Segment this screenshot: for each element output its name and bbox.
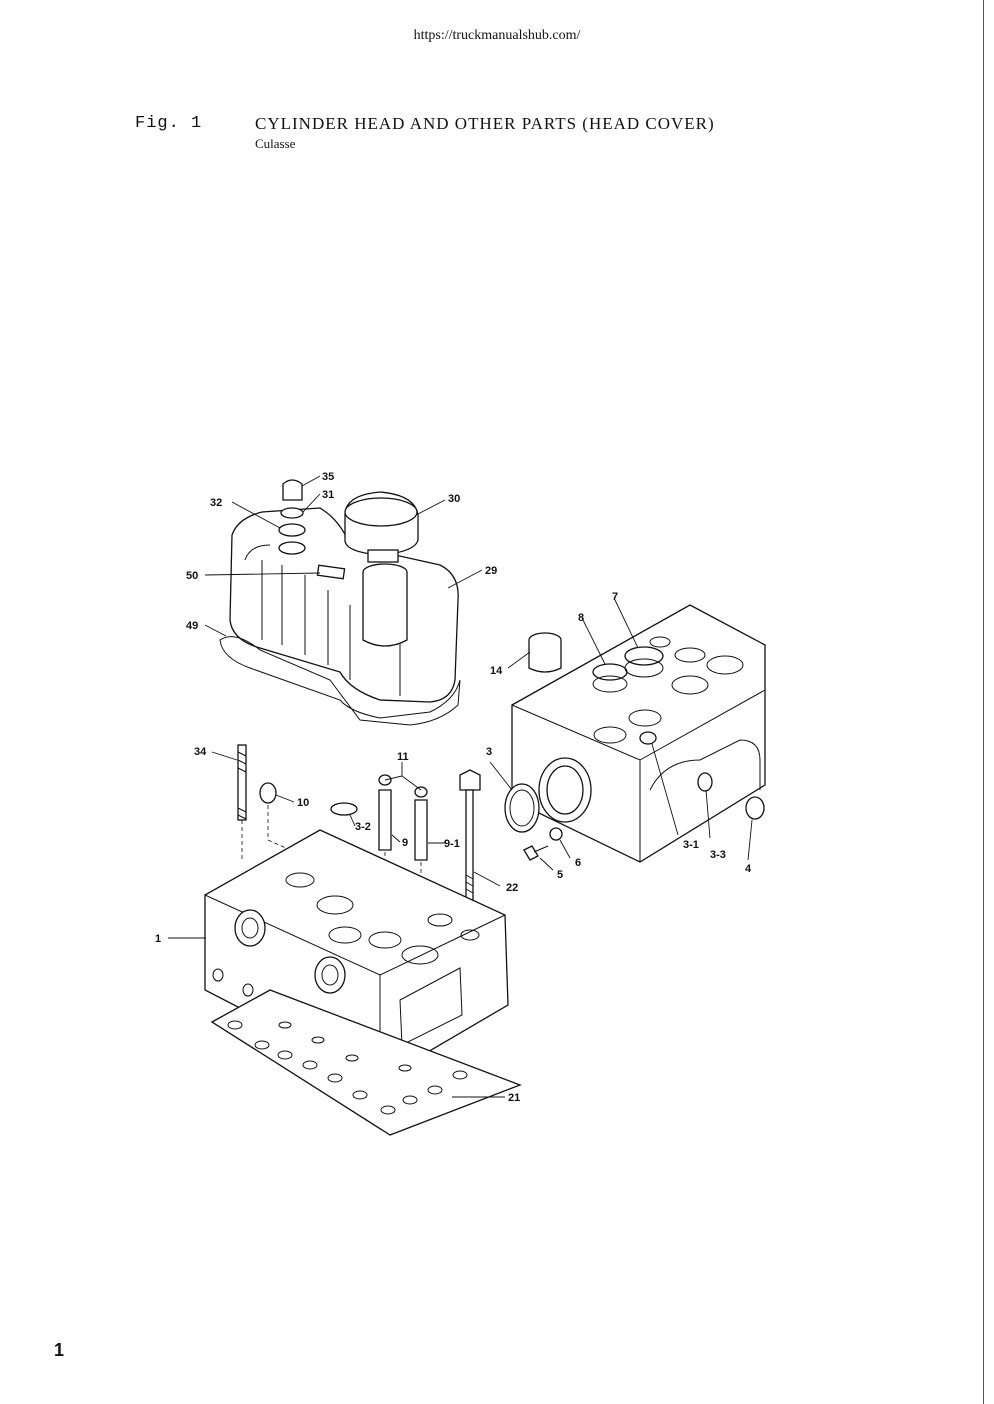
callout-30: 30: [448, 493, 460, 505]
plug-part-3-1: [639, 731, 657, 745]
callout-31: 31: [322, 489, 334, 501]
callout-3-1: 3-1: [683, 839, 699, 851]
cap-nut-part-35: [282, 479, 303, 501]
cover-gasket-part-49: [219, 636, 461, 726]
callout-3: 3: [486, 746, 492, 758]
breather-pipe: [362, 563, 408, 647]
washer-part-6: [549, 827, 563, 841]
callout-4: 4: [745, 863, 752, 875]
plug-part-3-3: [697, 772, 713, 792]
leader-lines: [168, 475, 753, 1098]
callout-9-1: 9-1: [444, 838, 460, 850]
page-number: 1: [54, 1340, 65, 1360]
plug-part-14: [528, 632, 562, 673]
callout-50: 50: [186, 570, 198, 582]
page-edge-rule: [983, 0, 984, 1404]
clip-part-3-2: [330, 802, 358, 816]
figure-subtitle: Culasse: [255, 136, 296, 151]
figure-number: Fig. 1: [135, 114, 203, 133]
valve-guide-part-9-1: [414, 786, 428, 861]
callout-5: 5: [557, 869, 563, 881]
head-cover-part-29: [229, 507, 459, 703]
source-url: https://truckmanualshub.com/: [413, 28, 581, 43]
callout-8: 8: [578, 612, 584, 624]
callout-7: 7: [612, 591, 618, 603]
callout-14: 14: [490, 665, 503, 677]
callout-32: 32: [210, 497, 222, 509]
oil-filler-cap-part-30: [344, 491, 419, 563]
callout-9: 9: [402, 837, 408, 849]
callout-1: 1: [155, 933, 161, 945]
callout-34: 34: [194, 746, 207, 758]
callout-22: 22: [506, 882, 518, 894]
valve-seat-part-7: [624, 646, 664, 666]
callout-11: 11: [397, 751, 409, 763]
plug-part-4: [745, 796, 765, 820]
valve-guide-part-9: [378, 774, 392, 851]
washers-31-32: [278, 507, 306, 555]
cylinder-head-rear-view: [511, 604, 766, 863]
callout-6: 6: [575, 857, 581, 869]
head-bolt-part-22: [459, 769, 481, 901]
head-gasket-part-21: [210, 989, 522, 1136]
callout-3-2: 3-2: [355, 821, 371, 833]
callout-21: 21: [508, 1092, 520, 1104]
callout-3-3: 3-3: [710, 849, 726, 861]
oil-seal-part-10: [259, 782, 277, 804]
stud-part-34: [237, 744, 247, 821]
callout-49: 49: [186, 620, 198, 632]
callout-29: 29: [485, 565, 497, 577]
valve-seat-part-8: [592, 663, 628, 681]
bolt-part-5: [523, 845, 549, 861]
callout-35: 35: [322, 471, 334, 483]
figure-title: CYLINDER HEAD AND OTHER PARTS (HEAD COVE…: [255, 114, 715, 133]
callout-10: 10: [297, 797, 309, 809]
